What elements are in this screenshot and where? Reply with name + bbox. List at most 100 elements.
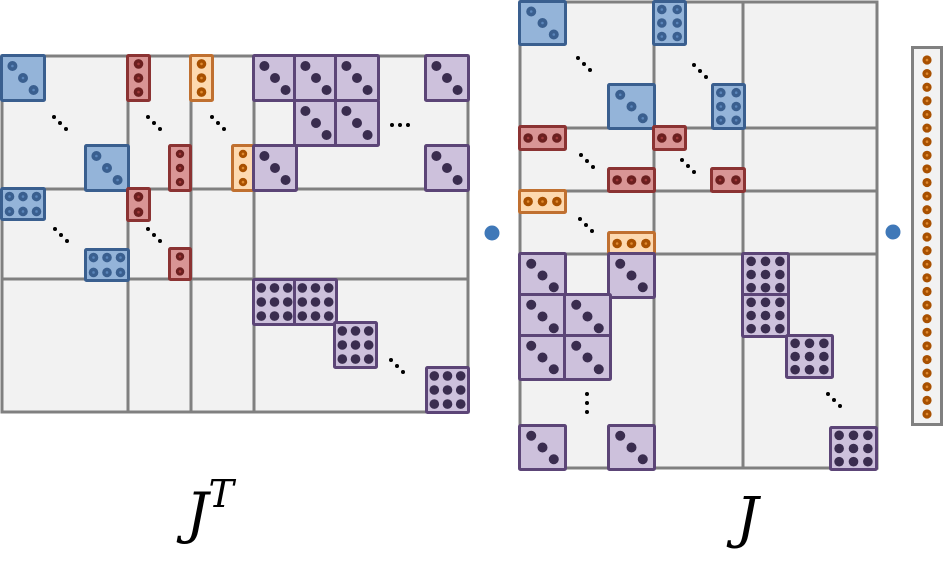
ellipsis-dot (64, 127, 68, 131)
block-dot-center (541, 21, 544, 25)
block-dot-center (446, 374, 449, 378)
block-dot-center (808, 355, 811, 358)
block-dot-center (749, 314, 753, 317)
block-dot-center (200, 62, 203, 66)
label-superscript-t: T (208, 472, 234, 516)
ellipsis-dot (579, 153, 583, 157)
vector-entry-dot-center (925, 72, 929, 75)
ellipsis-dot (584, 223, 588, 227)
label-j: J (736, 486, 759, 551)
block-dot-center (119, 271, 122, 274)
block-dot-center (286, 300, 290, 304)
block-dot-center (433, 402, 436, 406)
block-dot-center (866, 434, 870, 437)
block-dot-center (541, 446, 544, 449)
block-dot-center (734, 118, 738, 122)
block-dot-center (8, 195, 11, 198)
block-dot-center (837, 447, 841, 450)
block-dot-center (719, 118, 723, 122)
vector-entry-dot-center (925, 262, 929, 266)
vector-entry-dot-center (925, 317, 929, 320)
block-dot-center (574, 303, 578, 307)
block-dot-center (852, 434, 855, 437)
block-dot-center (284, 178, 287, 182)
block-dot-center (793, 368, 797, 372)
block-dot-center (660, 8, 664, 11)
vector-entry-dot-center (925, 344, 929, 348)
ellipsis-dot (826, 392, 830, 396)
block-dot-center (314, 314, 317, 318)
block-dot-center (749, 286, 753, 290)
block-dot-center (11, 64, 14, 68)
block-dot-center (734, 178, 738, 182)
ellipsis-dot (158, 127, 162, 131)
block-dot-center (764, 273, 767, 276)
vector-entry-dot-center (925, 140, 929, 143)
block-dot-center (597, 367, 601, 371)
vector-entry-dot-center (925, 99, 929, 103)
block-dot-center (529, 262, 533, 266)
block-dot-center (354, 357, 357, 361)
block-dot-center (105, 271, 109, 274)
vector-entry-dot-center (925, 154, 929, 157)
red-block (168, 247, 192, 281)
block-dot-center (327, 286, 331, 290)
block-dot-center (314, 121, 318, 125)
ellipsis-dot (146, 115, 150, 119)
block-dot-center (778, 273, 782, 276)
block-dot-center (808, 368, 811, 372)
ellipsis-dot (686, 164, 690, 168)
block-dot-center (92, 271, 95, 274)
block-dot-center (660, 136, 664, 140)
block-dot-center (446, 388, 449, 392)
red-block (652, 125, 687, 151)
ellipsis-dot (585, 410, 589, 414)
label-j: J (186, 481, 209, 547)
block-dot-center (367, 343, 371, 347)
block-dot-center (137, 195, 140, 199)
block-dot-center (630, 446, 633, 449)
block-dot-center (555, 136, 559, 140)
block-dot-center (273, 286, 276, 290)
vector-entry-dot-center (925, 58, 929, 62)
block-dot-center (355, 121, 359, 125)
block-dot-center (260, 286, 263, 290)
vector-entry-dot-center (925, 399, 929, 402)
ellipsis-dot (692, 63, 696, 67)
block-dot-center (367, 357, 371, 361)
block-dot-center (778, 286, 782, 290)
block-dot-center (644, 242, 648, 245)
block-dot-center (137, 76, 140, 80)
block-dot-center (445, 166, 449, 170)
ellipsis-dot (401, 370, 405, 374)
block-dot-center (660, 21, 664, 25)
block-dot-center (764, 314, 767, 317)
vector-entry-dot-center (925, 385, 929, 389)
block-dot-center (749, 301, 753, 304)
block-dot-center (345, 109, 348, 113)
ellipsis-dot (389, 358, 393, 362)
block-dot-center (200, 76, 203, 80)
block-dot-center (529, 344, 533, 348)
vector-entry-dot-center (925, 85, 929, 89)
block-dot-center (541, 200, 544, 203)
block-dot-center (630, 274, 633, 277)
block-dot-center (325, 88, 328, 92)
ellipsis-dot (585, 401, 589, 405)
block-dot-center (660, 35, 664, 38)
block-dot-center (597, 326, 601, 330)
ellipsis-dot (588, 68, 592, 72)
block-dot-center (354, 343, 357, 347)
ellipsis-dot (65, 239, 69, 243)
block-dot-center (32, 88, 35, 92)
block-dot-center (105, 166, 109, 170)
block-dot-center (615, 242, 619, 245)
block-dot-center (354, 329, 357, 333)
red-block (710, 167, 746, 193)
ellipsis-dot (832, 398, 836, 402)
block-dot-center (301, 314, 304, 318)
block-dot-center (793, 342, 797, 345)
j-matrix-border (518, 0, 879, 470)
block-dot-center (273, 166, 277, 170)
